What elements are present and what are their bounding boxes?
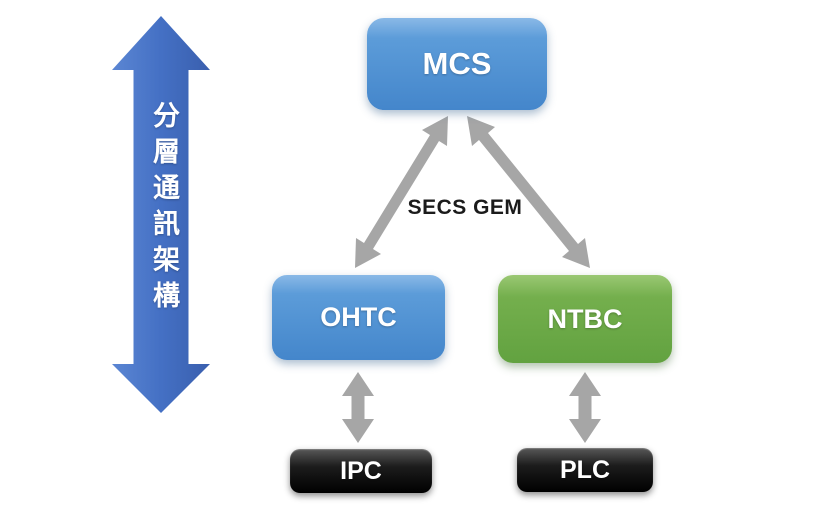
link-mcs-ntbc-arrow <box>467 116 590 268</box>
secs-gem-label: SECS GEM <box>407 196 523 219</box>
node-ipc: IPC <box>290 449 432 493</box>
node-plc: PLC <box>517 448 653 492</box>
node-ohtc: OHTC <box>272 275 445 360</box>
node-mcs: MCS <box>367 18 547 110</box>
link-ntbc-plc-arrow <box>569 372 601 443</box>
layer-axis-arrow <box>112 16 210 413</box>
node-ntbc: NTBC <box>498 275 672 363</box>
vertical-axis-title: 分層通訊架構 <box>149 101 179 317</box>
link-mcs-ohtc-arrow <box>355 116 448 268</box>
link-ohtc-ipc-arrow <box>342 372 374 443</box>
